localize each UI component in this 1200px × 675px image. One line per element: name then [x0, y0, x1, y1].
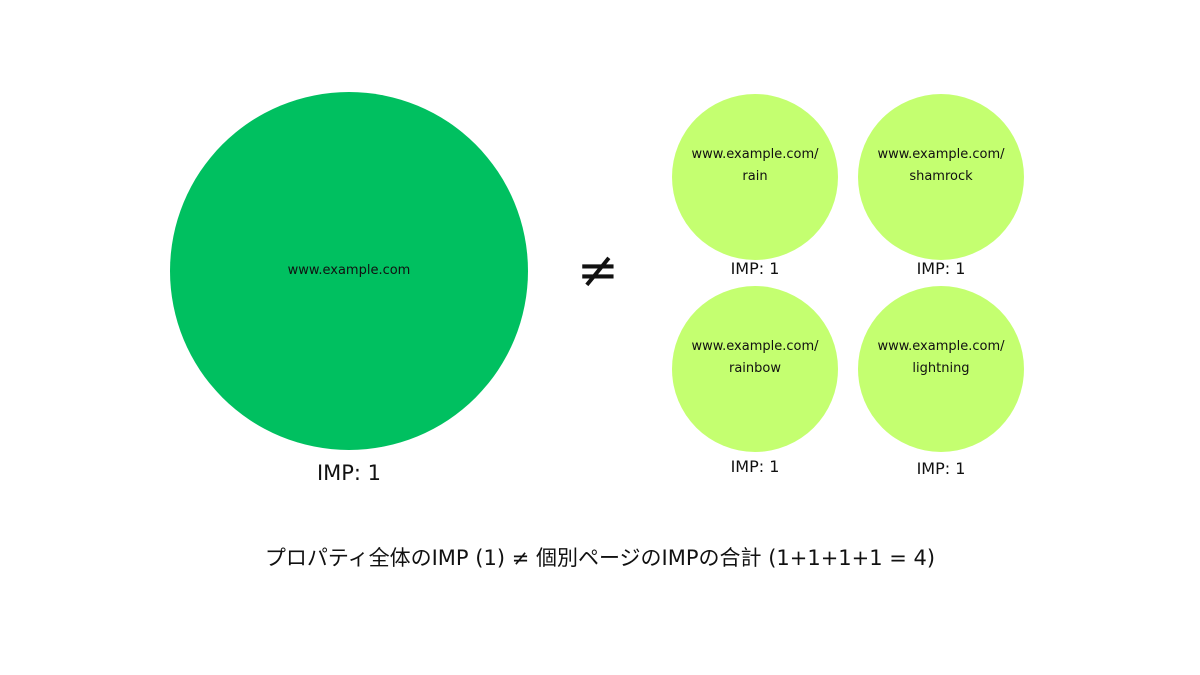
page-circle-rainbow: www.example.com/ rainbow	[672, 286, 838, 452]
page-imp-rainbow: IMP: 1	[730, 457, 780, 476]
page-circle-lightning: www.example.com/ lightning	[858, 286, 1024, 452]
page-imp-lightning: IMP: 1	[916, 459, 966, 478]
page-imp-shamrock: IMP: 1	[916, 259, 966, 278]
page-circle-rain: www.example.com/ rain	[672, 94, 838, 260]
not-equal-icon: ≠	[577, 241, 619, 299]
property-url: www.example.com	[287, 263, 411, 278]
page-url-rainbow: www.example.com/ rainbow	[691, 339, 819, 376]
page-url-lightning: www.example.com/ lightning	[877, 339, 1005, 376]
page-imp-rain: IMP: 1	[730, 259, 780, 278]
page-url-rain: www.example.com/ rain	[691, 147, 819, 184]
page-url-shamrock: www.example.com/ shamrock	[877, 147, 1005, 184]
property-circle: www.example.com	[170, 92, 528, 450]
property-imp: IMP: 1	[316, 461, 382, 485]
caption: プロパティ全体のIMP (1) ≠ 個別ページのIMPの合計 (1+1+1+1 …	[264, 546, 936, 570]
page-circle-shamrock: www.example.com/ shamrock	[858, 94, 1024, 260]
